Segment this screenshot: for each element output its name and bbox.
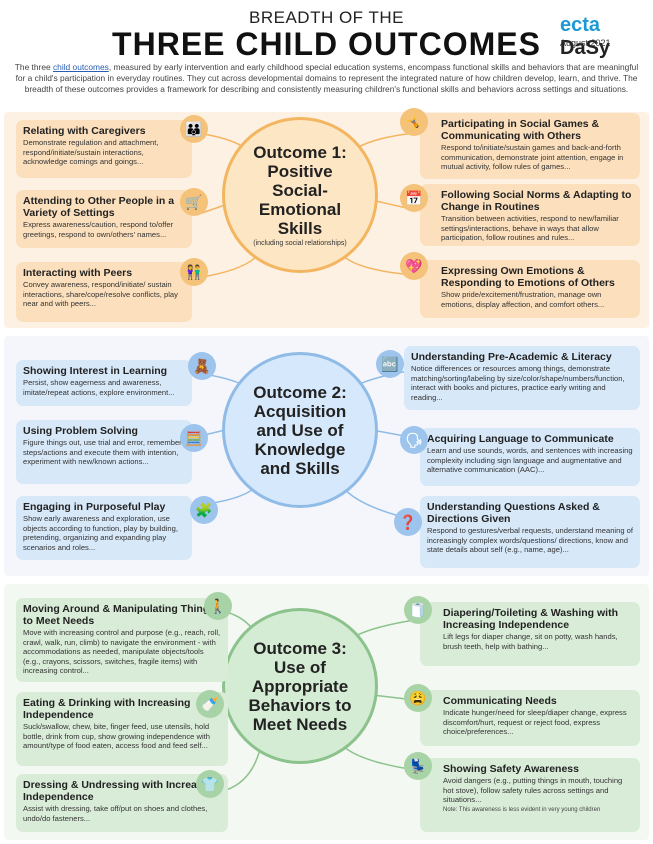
card-desc: Move with increasing control and purpose… <box>23 628 221 676</box>
card-desc: Show early awareness and exploration, us… <box>23 514 178 552</box>
card-title: Acquiring Language to Communicate <box>427 433 614 445</box>
card-title: Interacting with Peers <box>23 267 133 279</box>
card-dressing: Dressing & Undressing with Increasing In… <box>16 774 228 832</box>
card-interest-learning: Showing Interest in Learning Persist, sh… <box>16 360 192 406</box>
card-moving-around: Moving Around & Manipulating Things to M… <box>16 598 228 682</box>
logo-dasy: DaSy <box>560 37 611 59</box>
outcome2-circle: Outcome 2: Acquisition and Use of Knowle… <box>222 352 378 508</box>
card-desc: Show pride/excitement/frustration, manag… <box>441 290 605 309</box>
walking-child-icon: 🚶 <box>204 592 232 620</box>
card-desc: Respond to/initiate/sustain games and ba… <box>441 143 624 172</box>
card-purposeful-play: Engaging in Purposeful Play Show early a… <box>16 496 192 560</box>
card-desc: Persist, show eagerness and awareness, i… <box>23 378 175 397</box>
card-title: Showing Interest in Learning <box>23 365 168 377</box>
calendar-icon: 📅 <box>400 184 428 212</box>
talking-child-icon: 🗣 <box>400 426 428 454</box>
playing-kids-icon: 🤸 <box>400 108 428 136</box>
card-desc: Respond to gestures/verbal requests, und… <box>427 526 634 555</box>
outcome3-title: Outcome 3: Use of Appropriate Behaviors … <box>248 638 352 734</box>
outcome1-circle: Outcome 1: Positive Social-Emotional Ski… <box>222 117 378 273</box>
family-icon: 👪 <box>180 115 208 143</box>
header-subtitle: BREADTH OF THE <box>249 8 404 27</box>
card-desc: Notice differences or resources among th… <box>411 364 625 402</box>
card-desc: Demonstrate regulation and attachment, r… <box>23 138 159 167</box>
card-desc: Express awareness/caution, respond to/of… <box>23 220 174 239</box>
outcome2-title: Outcome 2: Acquisition and Use of Knowle… <box>253 382 347 478</box>
car-seat-icon: 💺 <box>404 752 432 780</box>
card-desc: Lift legs for diaper change, sit on pott… <box>443 632 618 651</box>
card-desc: Transition between activities, respond t… <box>441 214 619 243</box>
play-blocks-icon: 🧩 <box>190 496 218 524</box>
shirt-icon: 👕 <box>196 770 224 798</box>
puzzle-toy-icon: 🧸 <box>188 352 216 380</box>
card-communicating-needs: Communicating Needs Indicate hunger/need… <box>420 690 640 746</box>
card-title: Eating & Drinking with Increasing Indepe… <box>23 697 191 721</box>
card-interacting-peers: Interacting with Peers Convey awareness,… <box>16 262 192 322</box>
card-relating-caregivers: Relating with Caregivers Demonstrate reg… <box>16 120 192 178</box>
card-title: Dressing & Undressing with Increasing In… <box>23 779 219 803</box>
card-pre-academic: Understanding Pre-Academic & Literacy No… <box>404 346 640 410</box>
abacus-icon: 🧮 <box>180 424 208 452</box>
publication-date: August 2021 <box>560 38 611 48</box>
card-title: Understanding Questions Asked & Directio… <box>427 501 600 525</box>
intro-pre: The three <box>14 62 53 72</box>
card-title: Following Social Norms & Adapting to Cha… <box>441 189 632 213</box>
card-problem-solving: Using Problem Solving Figure things out,… <box>16 420 192 484</box>
intro-post: , measured by early intervention and ear… <box>15 62 639 94</box>
outcome1-title: Outcome 1: Positive Social-Emotional Ski… <box>253 143 347 238</box>
card-attending-people: Attending to Other People in a Variety o… <box>16 190 192 248</box>
card-social-games: Participating in Social Games & Communic… <box>420 113 640 179</box>
heart-face-icon: 💖 <box>400 252 428 280</box>
card-title: Understanding Pre-Academic & Literacy <box>411 351 612 363</box>
logo-ecta: ecta <box>560 14 601 36</box>
outcome3-circle: Outcome 3: Use of Appropriate Behaviors … <box>222 608 378 764</box>
abc-blocks-icon: 🔤 <box>376 350 404 378</box>
shopping-cart-icon: 🛒 <box>180 188 208 216</box>
card-title: Relating with Caregivers <box>23 125 146 137</box>
card-title: Diapering/Toileting & Washing with Incre… <box>443 607 618 631</box>
card-title: Showing Safety Awareness <box>443 763 579 775</box>
child-outcomes-link[interactable]: child outcomes <box>52 62 109 72</box>
kids-faces-icon: 👫 <box>180 258 208 286</box>
card-desc: Indicate hunger/need for sleep/diaper ch… <box>443 708 627 737</box>
card-understanding-questions: Understanding Questions Asked & Directio… <box>420 496 640 568</box>
card-title: Communicating Needs <box>443 695 557 707</box>
hungry-child-icon: 😩 <box>404 684 432 712</box>
card-desc: Assist with dressing, take off/put on sh… <box>23 804 208 823</box>
ecta-dasy-logo: ecta DaSy <box>560 14 653 60</box>
card-desc: Avoid dangers (e.g., putting things in m… <box>443 776 623 805</box>
card-desc: Figure things out, use trial and error, … <box>23 438 182 467</box>
feeding-icon: 🍼 <box>196 690 224 718</box>
card-desc: Convey awareness, respond/initiate/ sust… <box>23 280 178 309</box>
card-title: Attending to Other People in a Variety o… <box>23 195 175 219</box>
towel-icon: 🧻 <box>404 596 432 624</box>
intro-paragraph: The three child outcomes, measured by ea… <box>10 62 643 95</box>
card-safety-awareness: Showing Safety Awareness Avoid dangers (… <box>420 758 640 832</box>
card-eating-drinking: Eating & Drinking with Increasing Indepe… <box>16 692 228 766</box>
card-title: Moving Around & Manipulating Things to M… <box>23 603 216 627</box>
card-title: Engaging in Purposeful Play <box>23 501 166 513</box>
card-title: Expressing Own Emotions & Responding to … <box>441 265 615 289</box>
card-title: Participating in Social Games & Communic… <box>441 118 600 142</box>
card-acquiring-language: Acquiring Language to Communicate Learn … <box>420 428 640 486</box>
card-social-norms: Following Social Norms & Adapting to Cha… <box>420 184 640 246</box>
outcome1-subtitle: (including social relationships) <box>253 240 347 247</box>
card-desc: Learn and use sounds, words, and sentenc… <box>427 446 633 475</box>
page-title: THREE CHILD OUTCOMES <box>112 26 541 62</box>
question-bubble-icon: ❓ <box>394 508 422 536</box>
card-diapering: Diapering/Toileting & Washing with Incre… <box>420 602 640 666</box>
card-title: Using Problem Solving <box>23 425 138 437</box>
card-expressing-emotions: Expressing Own Emotions & Responding to … <box>420 260 640 318</box>
card-note: Note: This awareness is less evident in … <box>443 806 601 813</box>
card-desc: Suck/swallow, chew, bite, finger feed, u… <box>23 722 210 751</box>
